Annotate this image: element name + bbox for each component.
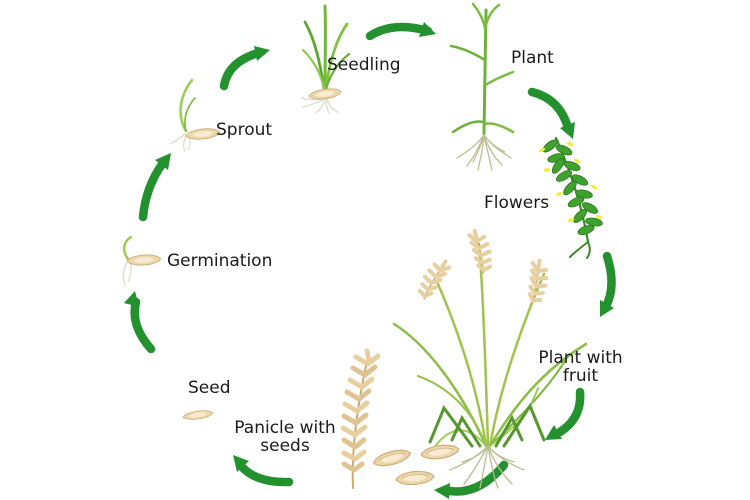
seed-large-1 bbox=[372, 449, 412, 467]
arrow-flowers-to-plant-with-fruit bbox=[600, 251, 616, 317]
flowers-label: Flowers bbox=[484, 193, 550, 213]
seed-large-3 bbox=[395, 470, 435, 486]
plant-illustration bbox=[449, 2, 515, 171]
stage-flowers: Flowers bbox=[484, 128, 628, 259]
seed-large-2 bbox=[420, 444, 460, 460]
plant-with-fruit-label: Plant with fruit bbox=[538, 348, 623, 387]
arrow-sprout-to-seedling bbox=[219, 46, 270, 91]
sprout-illustration bbox=[169, 78, 221, 152]
germination-illustration bbox=[122, 235, 162, 286]
stage-seedling: Seedling bbox=[295, 2, 401, 114]
arrow-panicle-to-seed bbox=[233, 455, 294, 487]
seed-illustration bbox=[182, 410, 214, 420]
stage-sprout: Sprout bbox=[169, 70, 272, 152]
stage-seed: Seed bbox=[181, 379, 231, 425]
flowers-illustration bbox=[538, 136, 604, 259]
seedling-label: Seedling bbox=[327, 55, 401, 75]
panicle-with-seeds-label: Panicle with seeds bbox=[234, 418, 336, 457]
seed-label: Seed bbox=[188, 378, 231, 398]
arrow-seedling-to-plant bbox=[365, 22, 436, 41]
stage-plant: Plant bbox=[447, 2, 554, 174]
arrow-plant-with-fruit-to-seeds-1 bbox=[545, 387, 585, 440]
arrow-seed-to-germination bbox=[124, 291, 156, 354]
plant-with-fruit-illustration bbox=[392, 228, 588, 489]
stage-germination: Germination bbox=[112, 233, 272, 291]
seedling-illustration bbox=[301, 4, 351, 114]
arrow-plant-to-flowers bbox=[527, 87, 575, 139]
germination-label: Germination bbox=[167, 251, 273, 271]
plant-label: Plant bbox=[511, 48, 554, 68]
panicle-with-seeds-illustration bbox=[340, 348, 460, 489]
stage-plant-with-fruit: Plant with fruit bbox=[388, 228, 623, 496]
arrow-plant-with-fruit-to-seeds-2 bbox=[434, 460, 509, 499]
stage-panicle-with-seeds: Panicle with seeds bbox=[234, 348, 465, 498]
sprout-label: Sprout bbox=[216, 120, 273, 140]
arrow-germination-to-sprout bbox=[138, 153, 171, 222]
